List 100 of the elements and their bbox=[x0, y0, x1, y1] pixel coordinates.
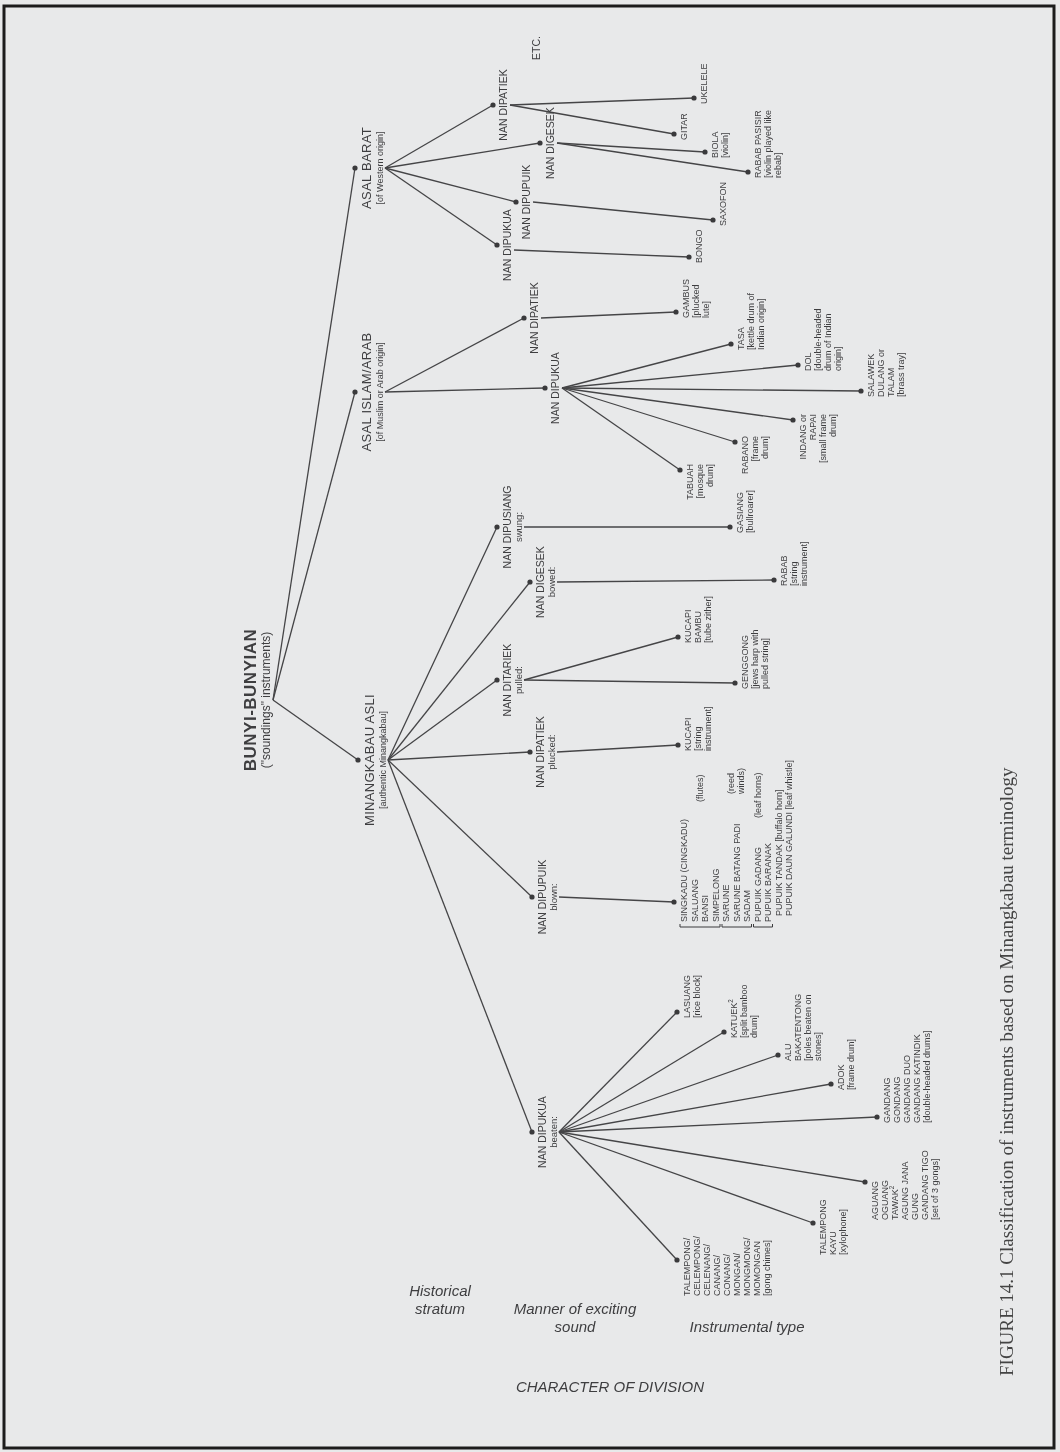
gloss-label: [rice block] bbox=[692, 975, 702, 1018]
connector-line bbox=[272, 165, 358, 701]
connector-line bbox=[387, 749, 533, 761]
term-label: BANSI bbox=[700, 895, 710, 922]
connector-line bbox=[387, 524, 500, 761]
term-label: MINANGKABAU ASLI bbox=[363, 694, 378, 826]
connector-line bbox=[523, 524, 733, 530]
gloss-label: blown: bbox=[548, 883, 560, 911]
gloss-label: [set of 3 gongs] bbox=[930, 1158, 940, 1220]
term-label: NAN DIPUPUIK bbox=[537, 859, 549, 935]
term-label: NAN DITARIEK bbox=[502, 643, 514, 717]
term-label: SARUNE bbox=[721, 884, 731, 922]
term-label: PUPUIK GADANG bbox=[752, 847, 763, 922]
term-label: AGUANG bbox=[870, 1181, 880, 1220]
gloss-label: [double-headed drums] bbox=[922, 1030, 932, 1123]
gloss-label: [violin played like rebab] bbox=[763, 108, 783, 178]
gloss-label: [kettle drum of Indian origin] bbox=[746, 291, 766, 350]
term-label: SALUANG bbox=[689, 879, 700, 922]
division-label: CHARACTER OF DIVISION bbox=[514, 1378, 706, 1396]
term-label: NAN DIPUKUA bbox=[550, 352, 562, 424]
term-label: SALAWEK DULANG or TALAM bbox=[866, 348, 896, 397]
gloss-label: [frame drum] bbox=[750, 436, 770, 464]
connector-line bbox=[556, 142, 751, 175]
connector-line bbox=[561, 341, 734, 389]
term-label: GASIANG bbox=[735, 492, 745, 533]
gloss-label: [double-headed drum of Indian origin] bbox=[813, 307, 843, 371]
term-label: DOL bbox=[803, 352, 813, 371]
term-label: PUPUIK TANDAK [buffalo horn] bbox=[773, 789, 784, 916]
connector-line bbox=[384, 385, 548, 393]
gloss-label: plucked: bbox=[546, 734, 558, 770]
gloss-label: ("soundings" instruments) bbox=[260, 631, 274, 769]
term-label: NAN DIPUKUA bbox=[537, 1096, 549, 1168]
connector-line bbox=[384, 167, 519, 205]
gloss-label: [frame drum] bbox=[846, 1039, 856, 1090]
gloss-label: [tube zither] bbox=[703, 595, 713, 643]
connector-line bbox=[384, 102, 496, 169]
gloss-label: bowed: bbox=[546, 566, 558, 598]
term-label: NAN DIGESEK bbox=[545, 107, 557, 179]
term-label: NAN DIPATIEK bbox=[535, 716, 547, 788]
connector-line bbox=[556, 142, 708, 155]
term-label: RABANO bbox=[740, 436, 750, 474]
connector-line bbox=[387, 579, 533, 761]
term-label: AGUNG JANA bbox=[900, 1161, 910, 1220]
connector-line bbox=[556, 577, 777, 583]
term-label: GENGGONG bbox=[740, 635, 750, 689]
connector-line bbox=[509, 95, 697, 106]
connector-line bbox=[387, 759, 535, 900]
gloss-label: [jews harp with pulled string] bbox=[750, 628, 770, 689]
term-label: ALU BAKATENTONG bbox=[783, 992, 803, 1061]
term-label: TABUAH bbox=[685, 464, 695, 500]
group-gloss-label: (flutes) bbox=[694, 774, 705, 802]
connector-line bbox=[384, 315, 527, 393]
gloss-label: pulled: bbox=[513, 666, 525, 694]
term-label: RABAB bbox=[779, 555, 789, 586]
term-label: UKELELE bbox=[699, 63, 709, 104]
connector-line bbox=[513, 249, 692, 260]
gloss-label: [of Western origin] bbox=[374, 131, 385, 205]
term-label: RABAB PASISIR bbox=[753, 110, 763, 178]
term-label: SAXOFON bbox=[718, 182, 728, 226]
connector-line bbox=[558, 1029, 727, 1133]
term-label: ASAL BARAT bbox=[360, 127, 375, 209]
connector-line bbox=[387, 677, 500, 761]
gloss-label: [string instrument] bbox=[693, 705, 713, 751]
gloss-label: [split bamboo drum] bbox=[739, 983, 759, 1038]
division-label: Historical stratum bbox=[408, 1282, 472, 1318]
connector-line bbox=[523, 679, 738, 686]
term-label: SINGKADU (CINGKADU) bbox=[679, 819, 689, 922]
group-gloss-label: (leaf horns) bbox=[752, 772, 763, 818]
connector-line bbox=[561, 387, 683, 473]
term-label: OGUANG bbox=[880, 1180, 890, 1220]
connector-line bbox=[532, 201, 716, 223]
gloss-label: [brass tray] bbox=[896, 352, 906, 397]
term-label: SADAM bbox=[742, 890, 752, 922]
figure-caption: FIGURE 14.1 Classification of instruments based on Minangkabau terminology bbox=[996, 767, 1018, 1376]
term-label: BIOLA bbox=[710, 131, 720, 158]
division-label: Instrumental type bbox=[688, 1318, 806, 1336]
group-gloss-label: (reed winds) bbox=[726, 767, 747, 794]
connector-line bbox=[558, 896, 677, 905]
term-label: KUCAPI BAMBU bbox=[683, 608, 703, 643]
gloss-label: [poles beaten on stones] bbox=[803, 993, 823, 1061]
note-label: ETC. bbox=[530, 35, 543, 62]
gloss-label: [bullroarer] bbox=[745, 489, 755, 533]
term-label: ADOK bbox=[836, 1064, 846, 1090]
connector-line bbox=[384, 140, 543, 169]
term-label: LASUANG bbox=[682, 975, 692, 1018]
gloss-label: swung: bbox=[513, 511, 525, 543]
gloss-label: [plucked lute] bbox=[691, 283, 711, 318]
term-label: INDANG or RAPAI bbox=[798, 414, 818, 462]
term-label: TALEMPONG KAYU bbox=[818, 1198, 838, 1255]
connector-line bbox=[272, 699, 361, 763]
term-label: NAN DIPATIEK bbox=[529, 282, 541, 354]
gloss-label: [authentic Minangkabau] bbox=[377, 710, 388, 810]
term-label: NAN DIPUSIANG bbox=[502, 485, 514, 569]
term-label: SARUNE BATANG PADI bbox=[731, 823, 742, 922]
term-label: SIMPELONG bbox=[710, 868, 721, 922]
term-label: PUPUIK BARANAK bbox=[763, 842, 773, 922]
term-label: GANDANG DUO bbox=[902, 1055, 912, 1123]
gloss-label: [xylophone] bbox=[838, 1208, 848, 1255]
connector-line bbox=[540, 309, 679, 319]
connector-line bbox=[556, 742, 681, 753]
